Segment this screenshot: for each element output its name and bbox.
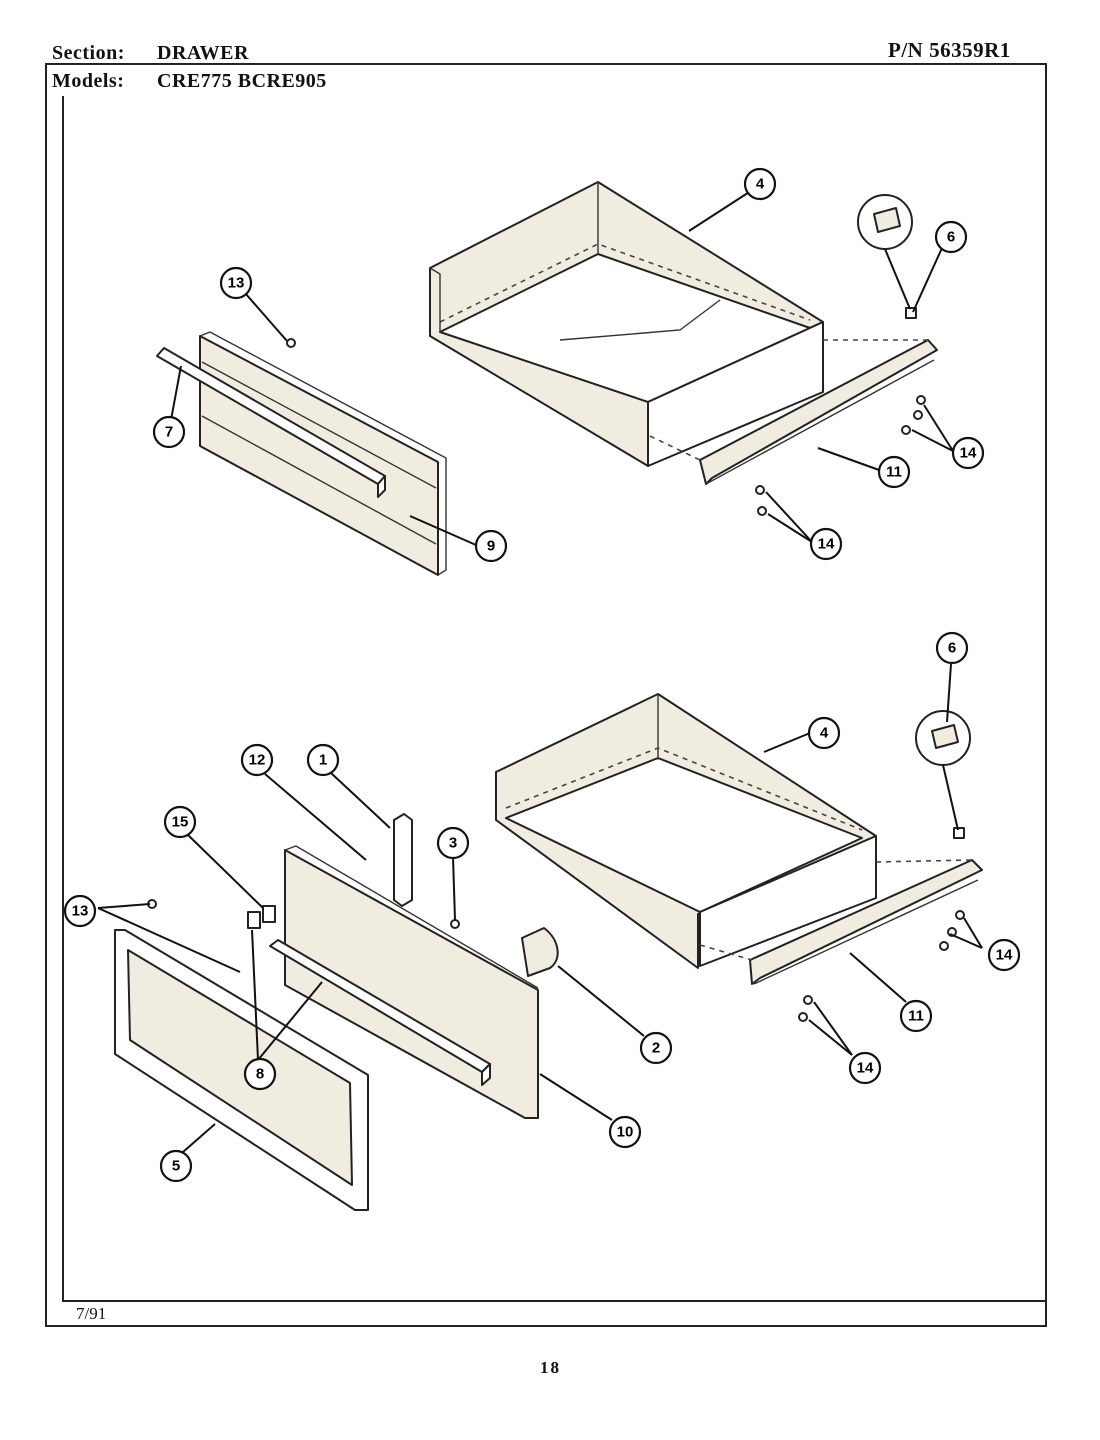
lower-handle bbox=[269, 939, 491, 1086]
callout-11-lower: 11 bbox=[899, 999, 933, 1033]
callout-6-lower: 6 bbox=[935, 631, 969, 665]
callout-12: 12 bbox=[240, 743, 274, 777]
svg-text:5: 5 bbox=[172, 1158, 180, 1175]
callout-13-lower: 13 bbox=[63, 894, 97, 928]
callout-10: 10 bbox=[608, 1115, 642, 1149]
svg-text:9: 9 bbox=[487, 538, 495, 555]
lower-front-frame bbox=[114, 929, 369, 1211]
svg-text:7: 7 bbox=[165, 424, 173, 441]
upper-drawer-slide bbox=[649, 339, 938, 485]
callout-2: 2 bbox=[639, 1031, 673, 1065]
svg-text:13: 13 bbox=[72, 903, 89, 920]
svg-text:11: 11 bbox=[908, 1008, 924, 1025]
svg-text:12: 12 bbox=[249, 752, 266, 769]
diagram-frame bbox=[62, 96, 1046, 1302]
svg-text:6: 6 bbox=[948, 640, 956, 657]
revision-date: 7/91 bbox=[76, 1304, 107, 1323]
svg-text:14: 14 bbox=[857, 1060, 874, 1077]
svg-text:13: 13 bbox=[228, 275, 245, 292]
lower-drawer-slide bbox=[699, 859, 983, 985]
upper-clip-detail bbox=[857, 194, 913, 250]
svg-text:8: 8 bbox=[256, 1066, 264, 1083]
upper-drawer-front bbox=[199, 331, 447, 576]
callout-11-upper: 11 bbox=[877, 455, 911, 489]
svg-text:14: 14 bbox=[960, 445, 977, 462]
callout-3: 3 bbox=[436, 826, 470, 860]
svg-text:4: 4 bbox=[756, 176, 765, 193]
svg-text:2: 2 bbox=[652, 1040, 660, 1057]
callout-9: 9 bbox=[474, 529, 508, 563]
callout-15: 15 bbox=[163, 805, 197, 839]
svg-text:10: 10 bbox=[617, 1124, 634, 1141]
svg-text:14: 14 bbox=[996, 947, 1013, 964]
callout-8: 8 bbox=[243, 1057, 277, 1091]
callout-14-lower-right: 14 bbox=[987, 938, 1021, 972]
callout-6-upper: 6 bbox=[934, 220, 968, 254]
callout-13-upper: 13 bbox=[219, 266, 253, 300]
svg-text:6: 6 bbox=[947, 229, 955, 246]
callout-4-lower: 4 bbox=[807, 716, 841, 750]
callout-14-upper-bottom: 14 bbox=[809, 527, 843, 561]
models-value: CRE775 BCRE905 bbox=[157, 70, 327, 92]
section-label: Section: bbox=[52, 42, 125, 64]
callout-14-lower-bottom: 14 bbox=[848, 1051, 882, 1085]
callout-7: 7 bbox=[152, 415, 186, 449]
bracket bbox=[393, 813, 413, 907]
part-number: P/N 56359R1 bbox=[888, 38, 1011, 62]
callout-4-upper: 4 bbox=[743, 167, 777, 201]
upper-handle bbox=[156, 347, 386, 498]
models-label: Models: bbox=[52, 70, 125, 92]
leader-lines bbox=[97, 186, 983, 1153]
svg-text:4: 4 bbox=[820, 725, 829, 742]
callout-5: 5 bbox=[159, 1149, 193, 1183]
latch bbox=[247, 905, 276, 929]
lower-clip-detail bbox=[915, 710, 971, 766]
page-frame bbox=[45, 63, 1047, 1327]
section-value: DRAWER bbox=[157, 42, 249, 64]
lower-drawer-box bbox=[495, 693, 877, 969]
svg-text:15: 15 bbox=[172, 814, 189, 831]
svg-text:3: 3 bbox=[449, 835, 457, 852]
svg-text:14: 14 bbox=[818, 536, 835, 553]
callout-14-upper-right: 14 bbox=[951, 436, 985, 470]
svg-text:1: 1 bbox=[319, 752, 327, 769]
vent-cover bbox=[521, 927, 559, 977]
upper-drawer-box bbox=[429, 181, 824, 467]
upper-fasteners bbox=[286, 307, 926, 516]
svg-text:11: 11 bbox=[886, 464, 902, 481]
lower-inner-panel bbox=[284, 845, 539, 1119]
lower-fasteners bbox=[147, 827, 965, 1022]
page-number: 18 bbox=[540, 1358, 561, 1377]
callout-1: 1 bbox=[306, 743, 340, 777]
